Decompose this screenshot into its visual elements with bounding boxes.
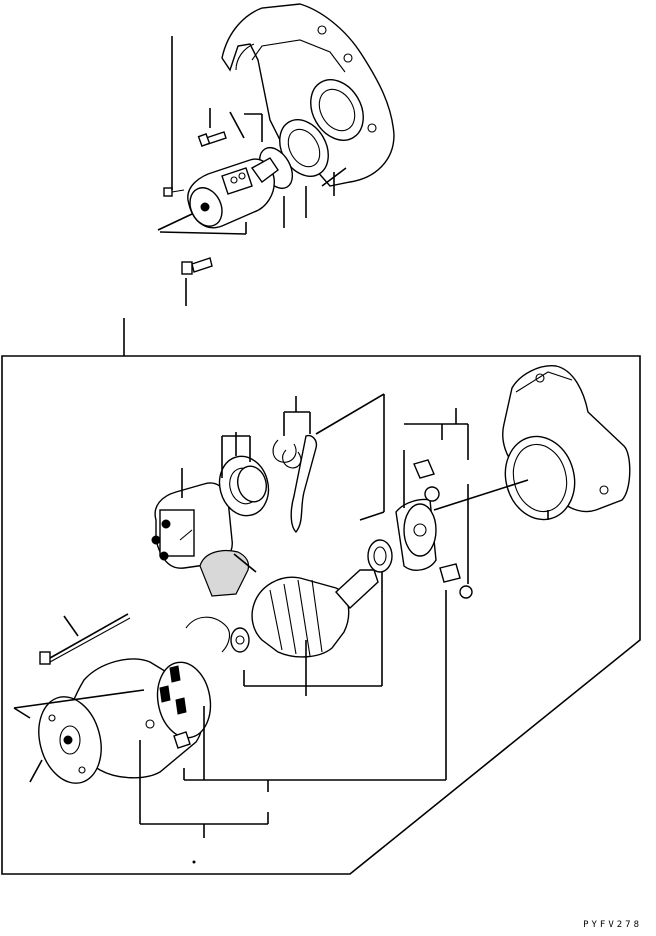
flywheel-housing	[221, 3, 395, 187]
through-bolt	[39, 613, 131, 665]
top-leader-lines	[123, 36, 347, 356]
small-nuts	[439, 563, 473, 599]
solenoid-switch	[151, 482, 233, 569]
exploded-view-frame	[1, 355, 641, 875]
bolt-top	[197, 131, 227, 147]
armature	[251, 569, 379, 658]
shim-block	[199, 549, 250, 597]
pinion-gear-bearing	[367, 539, 393, 573]
exploded-leader-lines	[13, 393, 549, 864]
flange-gasket-rings	[258, 79, 364, 189]
plunger-cover-plate	[218, 455, 270, 517]
starter-motor-assembled	[187, 157, 279, 229]
bolt-small	[163, 187, 185, 197]
center-bracket	[395, 459, 440, 571]
armature-bearing	[230, 627, 250, 653]
bolt-bottom	[181, 257, 213, 275]
rear-cover	[38, 696, 102, 784]
snap-ring	[185, 616, 231, 653]
shift-lever-springs	[272, 434, 318, 534]
drive-housing	[502, 365, 631, 521]
drawing-code: PYFV278	[583, 920, 642, 930]
